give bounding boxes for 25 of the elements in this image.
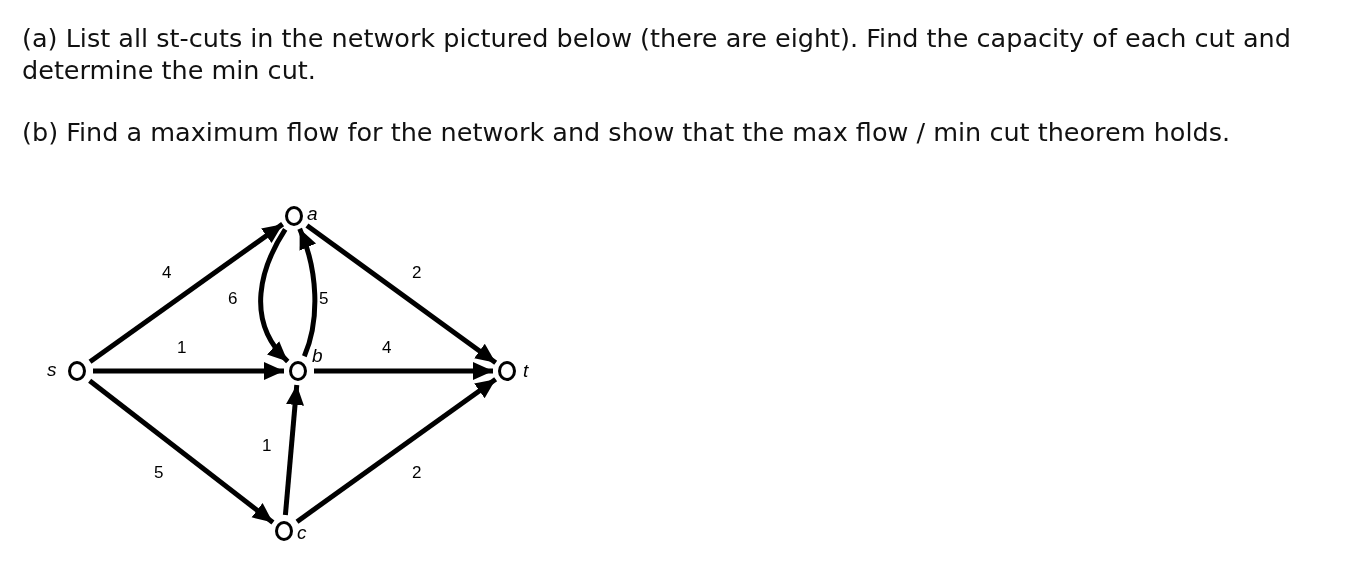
- arrow: [93, 362, 284, 380]
- edge-label: 6: [227, 290, 239, 307]
- question-text: (a) List all st-cuts in the network pictured below (there are eight). Find the capacity of each cut and determine the min cut.: [22, 22, 1292, 86]
- edge-label: 4: [381, 339, 393, 356]
- arrow: [295, 377, 498, 524]
- vertex-label: t: [523, 361, 529, 380]
- arrow: [297, 227, 318, 358]
- vertex-label: a: [307, 204, 318, 223]
- edge-label: 4: [161, 264, 173, 281]
- question-text: (b) Find a maximum flow for the network and show that the max flow / min cut theorem holds.: [22, 116, 1232, 148]
- arrow: [258, 228, 290, 364]
- vertex-label: b: [312, 346, 323, 365]
- edge-label: 5: [153, 464, 165, 481]
- edge-label: 5: [318, 290, 330, 307]
- edge-label: 2: [411, 264, 423, 281]
- edge-label: 1: [176, 339, 188, 356]
- edge-label: 2: [411, 464, 423, 481]
- arrow: [88, 378, 275, 525]
- arrow: [305, 223, 498, 365]
- arrow: [314, 362, 493, 380]
- vertex-label: c: [297, 523, 307, 542]
- vertex-label: s: [47, 360, 57, 379]
- edge-label: 1: [261, 437, 273, 454]
- arrow: [88, 222, 285, 364]
- arrow: [282, 384, 304, 516]
